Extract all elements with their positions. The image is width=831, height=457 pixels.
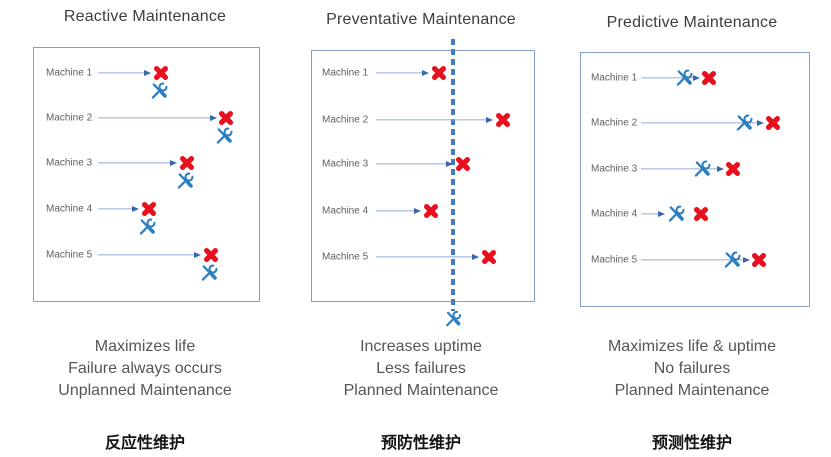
summary-line: Planned Maintenance	[614, 382, 770, 399]
machine-label: Machine 1	[591, 72, 638, 84]
cn-caption-reactive: 反应性维护	[104, 435, 185, 452]
timeline-arrow-line	[98, 208, 133, 210]
arrowhead-icon	[446, 161, 453, 167]
failure-x-icon	[203, 247, 219, 263]
failure-x-icon	[218, 110, 234, 126]
arrowhead-icon	[132, 206, 139, 212]
cn-caption-predictive: 预测性维护	[651, 435, 732, 452]
machine-label: Machine 2	[46, 112, 93, 124]
panel-title-predictive: Predictive Maintenance	[606, 14, 778, 31]
crossed-tools-icon	[137, 217, 158, 238]
failure-x-icon	[431, 65, 447, 81]
crossed-tools-icon	[443, 309, 463, 329]
failure-x-icon	[751, 252, 767, 268]
failure-x-icon	[701, 70, 717, 86]
crossed-tools-icon	[214, 126, 235, 147]
machine-label: Machine 3	[46, 157, 93, 169]
panel-title-preventative: Preventative Maintenance	[326, 11, 516, 28]
failure-x-icon	[725, 161, 741, 177]
arrowhead-icon	[170, 160, 177, 166]
timeline-arrow-line	[641, 213, 659, 215]
scheduled-maintenance-dashed-line	[451, 39, 455, 311]
crossed-tools-icon	[199, 263, 220, 284]
machine-label: Machine 5	[322, 251, 369, 263]
machine-label: Machine 3	[591, 163, 638, 175]
failure-x-icon	[693, 206, 709, 222]
arrowhead-icon	[472, 254, 479, 260]
timeline-arrow-line	[376, 119, 487, 121]
machine-label: Machine 2	[322, 114, 369, 126]
summary-line: Maximizes life	[94, 338, 196, 355]
timeline-arrow-line	[641, 77, 694, 79]
arrowhead-icon	[717, 166, 724, 172]
summary-preventative: Increases uptime Less failures Planned M…	[286, 336, 556, 402]
arrowhead-icon	[210, 115, 217, 121]
crossed-tools-icon	[175, 171, 196, 192]
timeline-arrow-line	[641, 259, 744, 261]
failure-x-icon	[153, 65, 169, 81]
summary-line: Failure always occurs	[68, 360, 222, 377]
crossed-tools-icon	[722, 250, 743, 271]
arrowhead-icon	[757, 120, 764, 126]
machine-label: Machine 5	[46, 249, 93, 261]
failure-x-icon	[423, 203, 439, 219]
cn-caption-preventative: 预防性维护	[380, 435, 461, 452]
summary-reactive: Maximizes life Failure always occurs Unp…	[10, 336, 280, 402]
machine-label: Machine 1	[46, 67, 93, 79]
arrowhead-icon	[144, 70, 151, 76]
panel-box-reactive: Machine 1 Machine 2 Machine 3 Machine 4 …	[33, 47, 260, 302]
failure-x-icon	[179, 155, 195, 171]
summary-line: Less failures	[376, 360, 466, 377]
machine-label: Machine 2	[591, 117, 638, 129]
timeline-arrow-line	[376, 163, 447, 165]
crossed-tools-icon	[734, 113, 755, 134]
machine-label: Machine 3	[322, 158, 369, 170]
panel-box-predictive: Machine 1 Machine 2 Machine 3 Machine 4 …	[580, 52, 810, 307]
failure-x-icon	[455, 156, 471, 172]
machine-label: Machine 1	[322, 67, 369, 79]
machine-label: Machine 4	[591, 208, 638, 220]
arrowhead-icon	[486, 117, 493, 123]
machine-label: Machine 4	[46, 203, 93, 215]
arrowhead-icon	[693, 75, 700, 81]
failure-x-icon	[765, 115, 781, 131]
failure-x-icon	[495, 112, 511, 128]
timeline-arrow-line	[98, 72, 145, 74]
summary-line: Increases uptime	[360, 338, 482, 355]
failure-x-icon	[141, 201, 157, 217]
timeline-arrow-line	[641, 122, 758, 124]
crossed-tools-icon	[666, 204, 687, 225]
machine-label: Machine 5	[591, 254, 638, 266]
crossed-tools-icon	[149, 81, 170, 102]
arrowhead-icon	[743, 257, 750, 263]
failure-x-icon	[481, 249, 497, 265]
arrowhead-icon	[658, 211, 665, 217]
machine-label: Machine 4	[322, 205, 369, 217]
timeline-arrow-line	[376, 210, 415, 212]
timeline-arrow-line	[98, 162, 171, 164]
crossed-tools-icon	[692, 159, 713, 180]
timeline-arrow-line	[376, 72, 423, 74]
summary-predictive: Maximizes life & uptime No failures Plan…	[557, 336, 827, 402]
summary-line: No failures	[653, 360, 731, 377]
panel-title-reactive: Reactive Maintenance	[63, 8, 227, 25]
panel-box-preventative: Machine 1 Machine 2 Machine 3 Machine 4 …	[311, 39, 535, 327]
arrowhead-icon	[422, 70, 429, 76]
timeline-arrow-line	[641, 168, 718, 170]
crossed-tools-icon	[674, 68, 695, 89]
arrowhead-icon	[194, 252, 201, 258]
timeline-arrow-line	[376, 256, 473, 258]
timeline-arrow-line	[98, 117, 211, 119]
arrowhead-icon	[414, 208, 421, 214]
timeline-arrow-line	[98, 254, 195, 256]
summary-line: Planned Maintenance	[343, 382, 499, 399]
summary-line: Maximizes life & uptime	[607, 338, 777, 355]
summary-line: Unplanned Maintenance	[58, 382, 232, 399]
